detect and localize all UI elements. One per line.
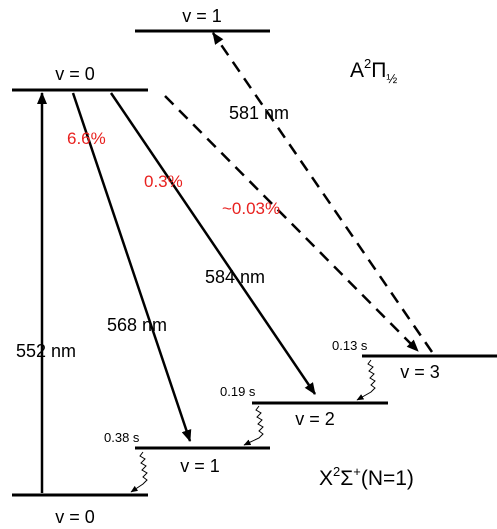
arrow-decay-568 — [71, 92, 192, 442]
label-ground-v1: v = 1 — [180, 456, 220, 476]
arrow-repump-581 — [211, 32, 434, 353]
state-label-excited: A2Π½ — [350, 56, 397, 86]
label-decay-568: 568 nm — [107, 315, 167, 335]
arrow-decay-584 — [109, 92, 317, 395]
label-ground-v2: v = 2 — [295, 409, 335, 429]
label-pump-552: 552 nm — [16, 341, 76, 361]
wavy-arrow-v1-v0 — [130, 451, 148, 493]
label-repump-581: 581 nm — [229, 103, 289, 123]
label-ground-v0: v = 0 — [55, 507, 95, 527]
lifetime-v2: 0.19 s — [220, 384, 256, 399]
label-ground-v3: v = 3 — [400, 362, 440, 382]
branching-to-v2: 0.3% — [144, 172, 183, 191]
branching-to-v1: 6.6% — [67, 129, 106, 148]
label-decay-584: 584 nm — [205, 267, 265, 287]
lifetime-v3: 0.13 s — [332, 338, 368, 353]
branching-to-v3: ~0.03% — [222, 199, 280, 218]
label-excited-v0: v = 0 — [55, 64, 95, 84]
label-excited-v1: v = 1 — [182, 6, 222, 26]
wavy-arrow-v3-v2 — [356, 359, 376, 401]
state-label-ground: X2Σ+(N=1) — [319, 464, 414, 490]
arrow-decay-v3 — [164, 95, 419, 352]
wavy-arrow-v2-v1 — [243, 405, 264, 446]
lifetime-v1: 0.38 s — [104, 430, 140, 445]
